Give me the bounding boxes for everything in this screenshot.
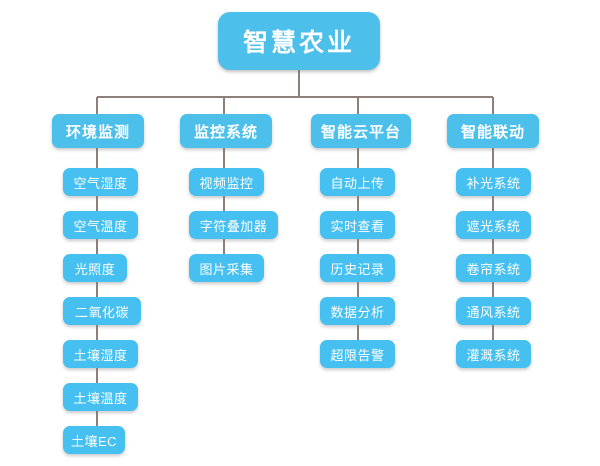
leaf-node-3-1[interactable]: 遮光系统: [456, 211, 531, 239]
leaf-node-3-2[interactable]: 卷帘系统: [456, 254, 531, 282]
leaf-node-0-2[interactable]: 光照度: [63, 254, 127, 282]
node-label: 空气温度: [73, 218, 128, 234]
node-label: 图片采集: [199, 261, 254, 277]
leaf-node-3-0[interactable]: 补光系统: [456, 168, 531, 196]
node-label: 补光系统: [466, 175, 521, 191]
branch-node-2[interactable]: 智能云平台: [311, 114, 411, 148]
leaf-node-1-2[interactable]: 图片采集: [189, 254, 264, 282]
node-label: 空气湿度: [73, 175, 128, 191]
leaf-node-1-0[interactable]: 视频监控: [189, 168, 264, 196]
leaf-node-2-4[interactable]: 超限告警: [320, 340, 395, 368]
node-label: 灌溉系统: [466, 347, 521, 363]
leaf-node-0-4[interactable]: 土壤湿度: [63, 340, 138, 368]
leaf-node-0-0[interactable]: 空气湿度: [63, 168, 138, 196]
node-label: 自动上传: [330, 175, 385, 191]
root-node-smart-agriculture[interactable]: 智慧农业: [218, 12, 380, 70]
node-label: 遮光系统: [466, 218, 521, 234]
node-label: 智能云平台: [320, 123, 401, 141]
node-label: 通风系统: [466, 304, 521, 320]
node-label: 卷帘系统: [466, 261, 521, 277]
leaf-node-2-0[interactable]: 自动上传: [320, 168, 395, 196]
branch-node-0[interactable]: 环境监测: [52, 114, 144, 148]
leaf-node-2-1[interactable]: 实时查看: [320, 211, 395, 239]
node-label: 土壤EC: [70, 433, 118, 449]
leaf-node-0-3[interactable]: 二氧化碳: [63, 297, 141, 325]
branch-node-1[interactable]: 监控系统: [180, 114, 272, 148]
leaf-node-0-5[interactable]: 土壤温度: [63, 383, 138, 411]
leaf-node-1-1[interactable]: 字符叠加器: [189, 211, 278, 239]
node-label: 超限告警: [330, 347, 385, 363]
node-label: 监控系统: [193, 123, 258, 141]
node-label: 智能联动: [460, 123, 525, 141]
leaf-node-2-3[interactable]: 数据分析: [320, 297, 395, 325]
leaf-node-3-4[interactable]: 灌溉系统: [456, 340, 531, 368]
leaf-node-0-6[interactable]: 土壤EC: [63, 426, 125, 454]
node-label: 视频监控: [199, 175, 254, 191]
node-label: 土壤湿度: [73, 347, 128, 363]
leaf-node-2-2[interactable]: 历史记录: [320, 254, 395, 282]
leaf-node-0-1[interactable]: 空气温度: [63, 211, 138, 239]
node-label: 智慧农业: [242, 29, 355, 57]
branch-node-3[interactable]: 智能联动: [447, 114, 539, 148]
node-label: 数据分析: [330, 304, 385, 320]
leaf-node-3-3[interactable]: 通风系统: [456, 297, 531, 325]
node-label: 二氧化碳: [74, 304, 129, 320]
node-label: 土壤温度: [73, 390, 128, 406]
node-label: 字符叠加器: [199, 218, 268, 234]
node-label: 环境监测: [65, 123, 130, 141]
node-label: 光照度: [74, 261, 116, 277]
node-label: 历史记录: [330, 261, 385, 277]
node-label: 实时查看: [330, 218, 385, 234]
